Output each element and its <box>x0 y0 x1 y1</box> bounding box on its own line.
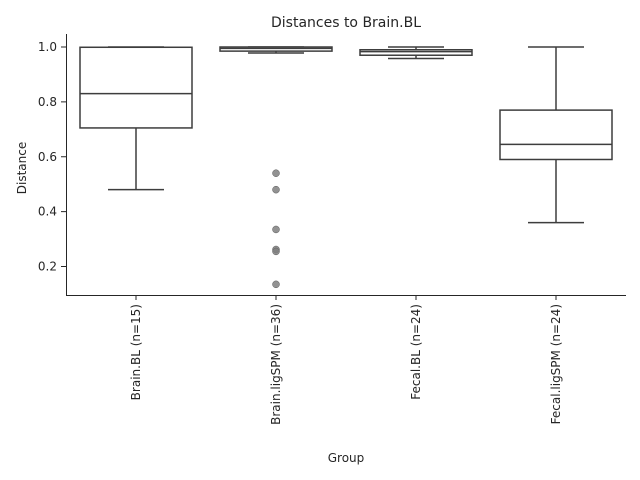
boxes-group <box>79 46 613 289</box>
y-tick-label: 0.4 <box>38 205 57 219</box>
iqr-box <box>359 48 473 56</box>
chart-title: Distances to Brain.BL <box>271 15 421 31</box>
y-tick-label: 0.8 <box>38 95 57 109</box>
outlier-point <box>272 225 280 234</box>
outlier-point <box>272 247 280 256</box>
x-ticks: Brain.BL (n=15) Brain.ligSPM (n=36) Fecal.… <box>129 295 563 425</box>
box-2 <box>219 46 333 289</box>
y-tick-label: 0.2 <box>38 260 57 274</box>
outlier-point <box>272 185 280 194</box>
x-tick-label: Brain.BL (n=15) <box>129 304 143 400</box>
y-tick-label: 1.0 <box>38 40 57 54</box>
y-tick-label: 0.6 <box>38 150 57 164</box>
outlier-point <box>272 169 280 177</box>
x-tick-label: Fecal.BL (n=24) <box>409 304 423 400</box>
iqr-box <box>79 46 193 129</box>
y-axis-label: Distance <box>15 142 29 194</box>
x-axis-label: Group <box>328 451 365 465</box>
box-3 <box>359 46 473 60</box>
y-ticks: 0.2 0.4 0.6 0.8 1.0 <box>38 40 66 274</box>
x-tick-label: Brain.ligSPM (n=36) <box>269 304 283 425</box>
box-4 <box>499 46 613 224</box>
iqr-box <box>499 109 613 161</box>
outlier-point <box>272 280 280 289</box>
box-1 <box>79 46 193 191</box>
x-tick-label: Fecal.ligSPM (n=24) <box>549 304 563 424</box>
